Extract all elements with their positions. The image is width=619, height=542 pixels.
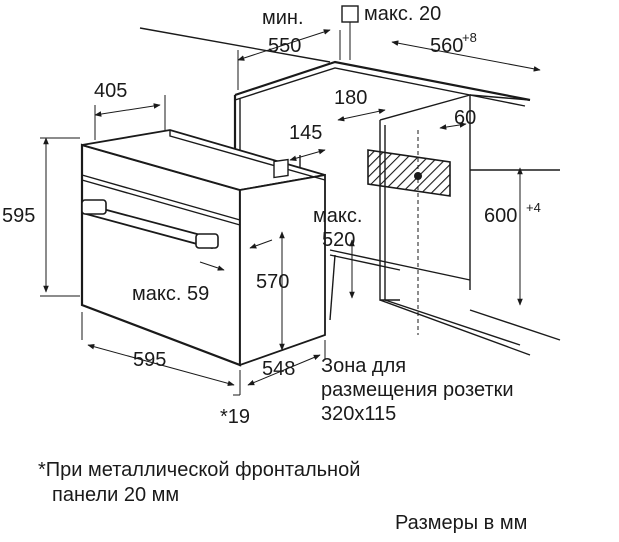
- width-595-value: 595: [133, 349, 166, 371]
- dimension-lines: [40, 5, 541, 396]
- footnote-line1: *При металлической фронтальной: [38, 459, 361, 481]
- min-label: мин.: [262, 7, 304, 29]
- dim-548-value: 548: [262, 358, 295, 380]
- max-20-label: макс. 20: [364, 3, 441, 25]
- depth-405-value: 405: [94, 80, 127, 102]
- dim-180-value: 180: [334, 87, 367, 109]
- height-595-value: 595: [2, 205, 35, 227]
- max-520-label: макс.: [313, 205, 362, 227]
- oven-handle: [81, 199, 219, 249]
- niche-height-tolerance: +4: [526, 200, 541, 215]
- cabinet-width-tolerance: +8: [462, 30, 477, 45]
- cabinet-width-value: 560: [430, 35, 463, 57]
- socket-zone-line2: размещения розетки: [321, 379, 514, 401]
- min-550-value: 550: [268, 35, 301, 57]
- niche-height-value: 600: [484, 205, 517, 227]
- socket-zone-line1: Зона для: [321, 355, 407, 377]
- dim-570-value: 570: [256, 271, 289, 293]
- max-59-label: макс. 59: [132, 283, 209, 305]
- footnote-line2: панели 20 мм: [52, 484, 180, 506]
- dim-60-value: 60: [454, 107, 476, 129]
- socket-zone-line3: 320x115: [321, 403, 397, 425]
- units-note: Размеры в мм: [395, 512, 528, 534]
- max-520-value: 520: [322, 229, 355, 251]
- dim-145-value: 145: [289, 122, 322, 144]
- front-panel-ref: *19: [220, 406, 250, 428]
- socket-zone: [367, 130, 451, 335]
